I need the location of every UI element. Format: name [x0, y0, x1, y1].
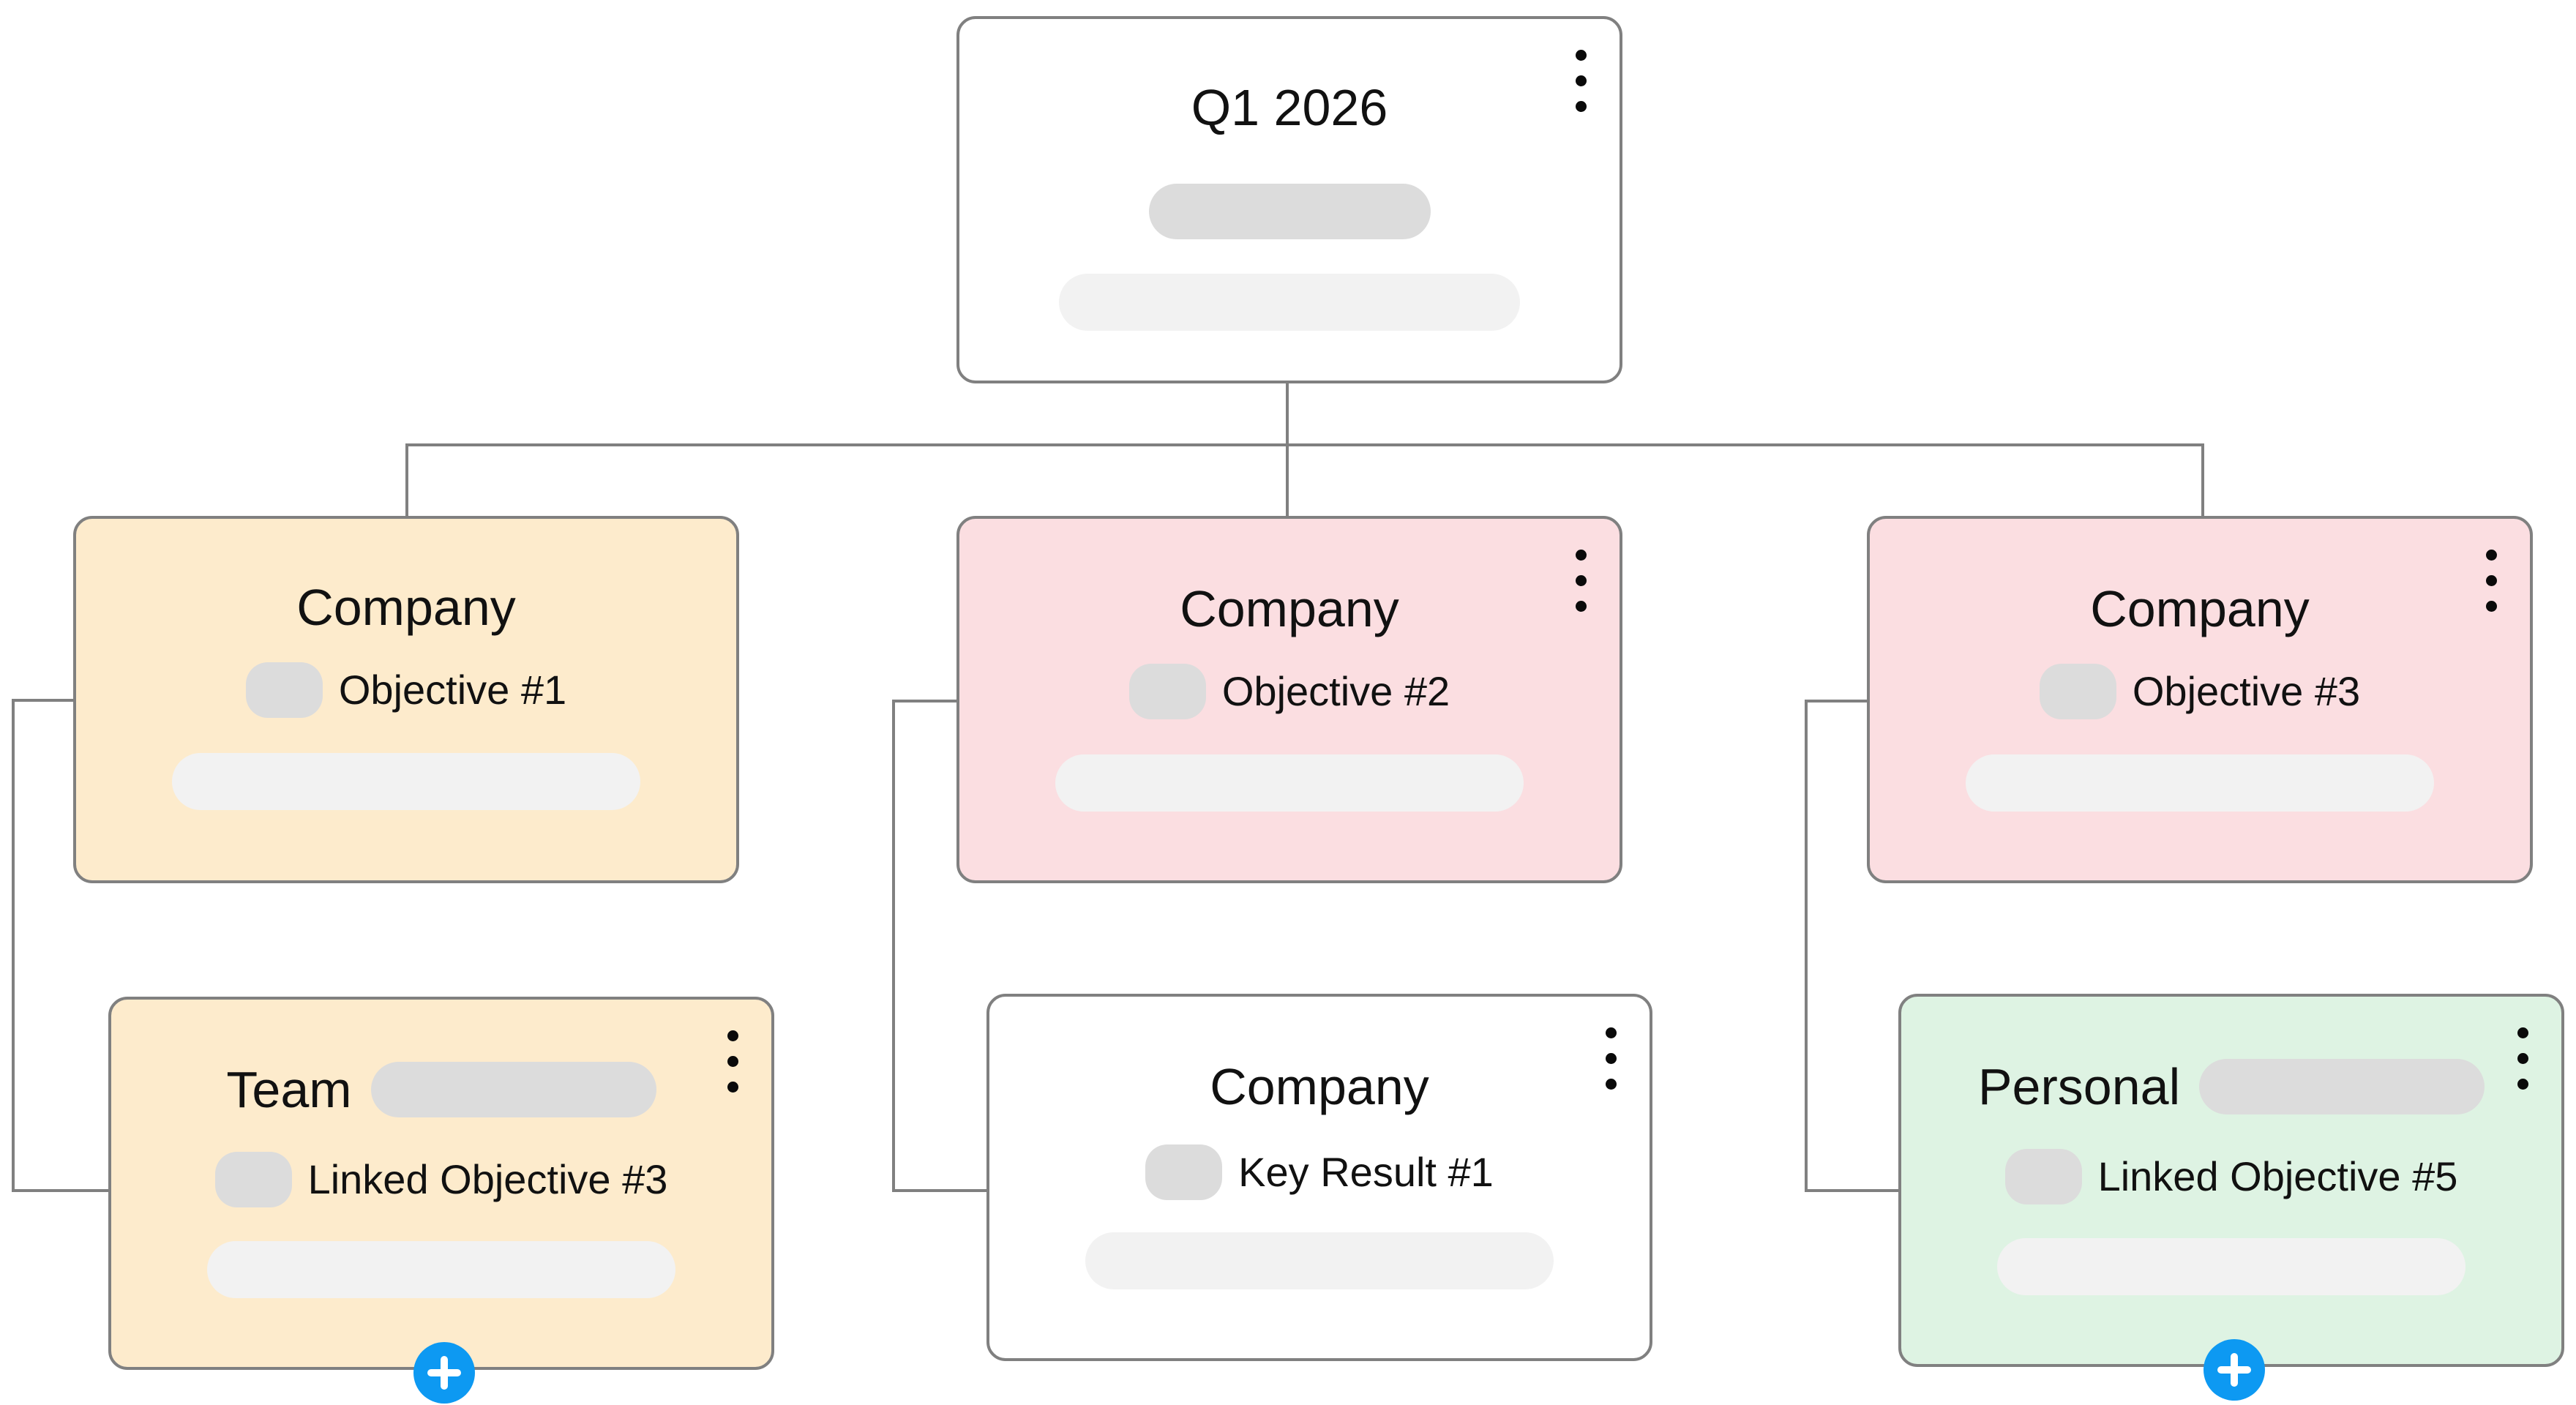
- card-company-objective-1[interactable]: Company Objective #1: [73, 516, 739, 883]
- card-l1-1-bar-row: [959, 754, 1620, 812]
- placeholder-bar: [1997, 1238, 2465, 1295]
- placeholder-pill: [214, 1152, 292, 1207]
- connector-elbow-right: [1805, 700, 1900, 1192]
- placeholder-bar: [1085, 1232, 1554, 1289]
- card-l2-2-title: Personal: [1977, 1058, 2181, 1115]
- connector-elbow-center: [892, 700, 988, 1192]
- kebab-menu-icon[interactable]: [2485, 550, 2498, 612]
- card-l1-0-subtitle: Objective #1: [338, 667, 567, 713]
- card-l1-0-subtitle-row: Objective #1: [76, 662, 736, 718]
- card-company-key-result-1[interactable]: Company Key Result #1: [986, 994, 1652, 1361]
- card-l2-0-title: Team: [226, 1061, 352, 1118]
- card-root-title: Q1 2026: [1191, 79, 1388, 136]
- card-l2-0-subtitle: Linked Objective #3: [307, 1156, 668, 1202]
- card-l1-1-subtitle-row: Objective #2: [959, 664, 1620, 719]
- placeholder-pill: [2199, 1059, 2485, 1114]
- connector-elbow-left: [12, 699, 110, 1192]
- placeholder-pill: [245, 662, 323, 718]
- card-root-title-row: Q1 2026: [959, 76, 1620, 139]
- placeholder-bar: [1059, 274, 1520, 331]
- card-l2-2-subtitle-row: Linked Objective #5: [1901, 1149, 2561, 1204]
- placeholder-pill: [1145, 1144, 1223, 1200]
- placeholder-pill: [2004, 1149, 2082, 1204]
- placeholder-pill: [1148, 184, 1431, 239]
- card-l1-0-bar-row: [76, 753, 736, 810]
- card-l2-1-subtitle-row: Key Result #1: [989, 1144, 1650, 1200]
- placeholder-pill: [2039, 664, 2116, 719]
- card-l1-1-title: Company: [1180, 580, 1399, 637]
- card-l2-0-subtitle-row: Linked Objective #3: [111, 1152, 771, 1207]
- card-company-objective-3[interactable]: Company Objective #3: [1867, 516, 2533, 883]
- card-l2-1-subtitle: Key Result #1: [1238, 1149, 1494, 1195]
- card-root-subtitle-row: [959, 184, 1620, 239]
- card-l2-1-title-row: Company: [989, 1055, 1650, 1118]
- card-l1-0-title: Company: [296, 579, 516, 636]
- card-l1-2-title-row: Company: [1870, 577, 2530, 640]
- kebab-menu-icon[interactable]: [726, 1030, 739, 1093]
- placeholder-bar: [172, 753, 640, 810]
- kebab-menu-icon[interactable]: [1574, 50, 1587, 112]
- kebab-menu-icon[interactable]: [1604, 1027, 1617, 1090]
- kebab-menu-icon[interactable]: [2516, 1027, 2529, 1090]
- card-l2-0-bar-row: [111, 1241, 771, 1298]
- card-team-linked-objective-3[interactable]: Team Linked Objective #3: [108, 997, 774, 1404]
- card-l1-1-title-row: Company: [959, 577, 1620, 640]
- card-root-bar-row: [959, 274, 1620, 331]
- card-l1-2-subtitle-row: Objective #3: [1870, 664, 2530, 719]
- add-child-button[interactable]: [413, 1342, 475, 1404]
- card-l1-2-title: Company: [2090, 580, 2310, 637]
- kebab-menu-icon[interactable]: [1574, 550, 1587, 612]
- card-l2-1-bar-row: [989, 1232, 1650, 1289]
- add-child-button[interactable]: [2204, 1339, 2265, 1401]
- placeholder-bar: [1966, 754, 2434, 812]
- card-personal-linked-objective-5[interactable]: Personal Linked Objective #5: [1898, 994, 2564, 1401]
- card-l2-0-title-row: Team: [111, 1058, 771, 1121]
- card-l2-2-bar-row: [1901, 1238, 2561, 1295]
- card-l2-2-subtitle: Linked Objective #5: [2097, 1153, 2458, 1199]
- card-company-objective-2[interactable]: Company Objective #2: [956, 516, 1622, 883]
- placeholder-pill: [370, 1062, 656, 1117]
- card-l1-0-title-row: Company: [76, 576, 736, 639]
- card-l2-1-title: Company: [1210, 1058, 1429, 1115]
- card-l2-2-title-row: Personal: [1901, 1055, 2561, 1118]
- placeholder-bar: [1055, 754, 1524, 812]
- card-l1-1-subtitle: Objective #2: [1221, 668, 1450, 714]
- card-l1-2-bar-row: [1870, 754, 2530, 812]
- card-root-q1-2026[interactable]: Q1 2026: [956, 16, 1622, 383]
- card-l1-2-subtitle: Objective #3: [2132, 668, 2361, 714]
- placeholder-pill: [1128, 664, 1206, 719]
- placeholder-bar: [207, 1241, 675, 1298]
